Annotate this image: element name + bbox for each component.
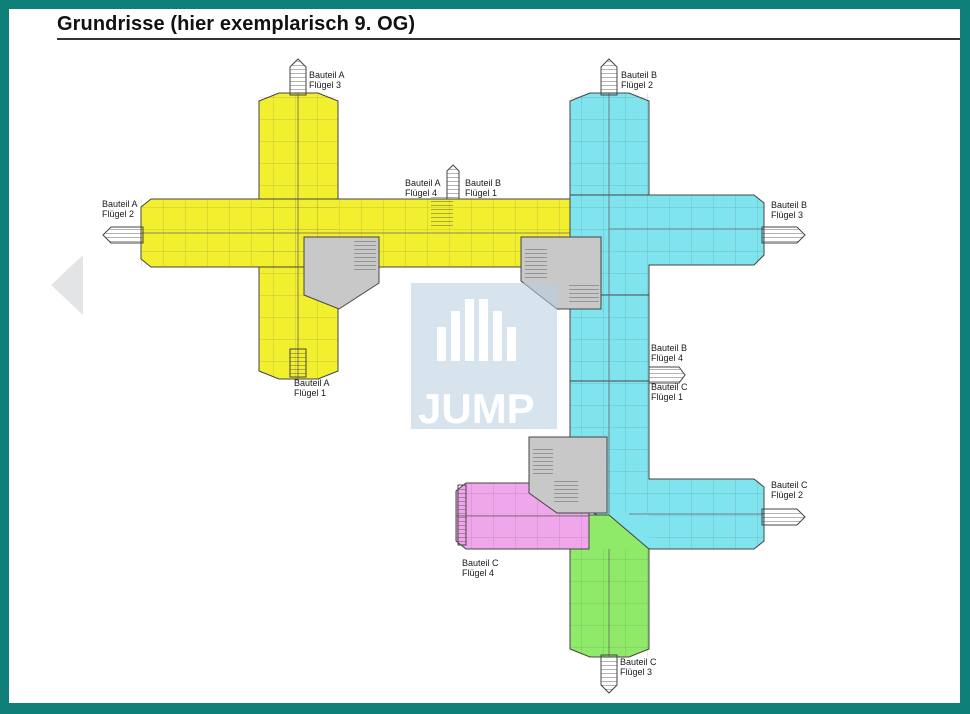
slide-frame: Grundrisse (hier exemplarisch 9. OG) (9, 9, 960, 703)
label-a2-bauteil: Bauteil A (102, 199, 138, 209)
label-a1-fluegel: Flügel 1 (294, 388, 326, 398)
label-b1-bauteil: Bauteil B (465, 178, 501, 188)
label-b3-bauteil: Bauteil B (771, 200, 807, 210)
label-c4-fluegel: Flügel 4 (462, 568, 494, 578)
bauteil-a (140, 92, 582, 380)
stair-a1 (289, 348, 307, 378)
label-b2-fluegel: Flügel 2 (621, 80, 653, 90)
label-c4-bauteil: Bauteil C (462, 558, 499, 568)
label-a3-bauteil: Bauteil A (309, 70, 345, 80)
label-c2-fluegel: Flügel 2 (771, 490, 803, 500)
label-c2-bauteil: Bauteil C (771, 480, 808, 490)
stair-a4-b1 (446, 164, 460, 200)
label-c3-bauteil: Bauteil C (620, 657, 657, 667)
label-b3-fluegel: Flügel 3 (771, 210, 803, 220)
label-b2-bauteil: Bauteil B (621, 70, 657, 80)
previous-arrow-icon (51, 255, 83, 315)
stair-b2 (600, 58, 618, 96)
label-a2-fluegel: Flügel 2 (102, 209, 134, 219)
stair-towers (102, 58, 806, 694)
jump-watermark: JUMP (411, 283, 557, 432)
bauteil-c-fluegel-3-area (569, 514, 650, 658)
stair-c3 (600, 654, 618, 694)
stair-a3 (289, 58, 307, 96)
label-a3-fluegel: Flügel 3 (309, 80, 341, 90)
label-c1-fluegel: Flügel 1 (651, 392, 683, 402)
label-b1-fluegel: Flügel 1 (465, 188, 497, 198)
stair-a2 (102, 226, 144, 244)
stair-c4 (457, 484, 467, 546)
watermark-text: JUMP (418, 385, 535, 432)
stair-b3 (761, 226, 806, 244)
label-b4-bauteil: Bauteil B (651, 343, 687, 353)
label-a4-bauteil: Bauteil A (405, 178, 441, 188)
label-a1-bauteil: Bauteil A (294, 378, 330, 388)
page-title: Grundrisse (hier exemplarisch 9. OG) (57, 13, 416, 35)
stair-b4 (648, 366, 686, 384)
stair-c2 (761, 508, 806, 526)
title-underline (57, 38, 960, 40)
label-b4-fluegel: Flügel 4 (651, 353, 683, 363)
label-c3-fluegel: Flügel 3 (620, 667, 652, 677)
label-c1-bauteil: Bauteil C (651, 382, 688, 392)
label-a4-fluegel: Flügel 4 (405, 188, 437, 198)
